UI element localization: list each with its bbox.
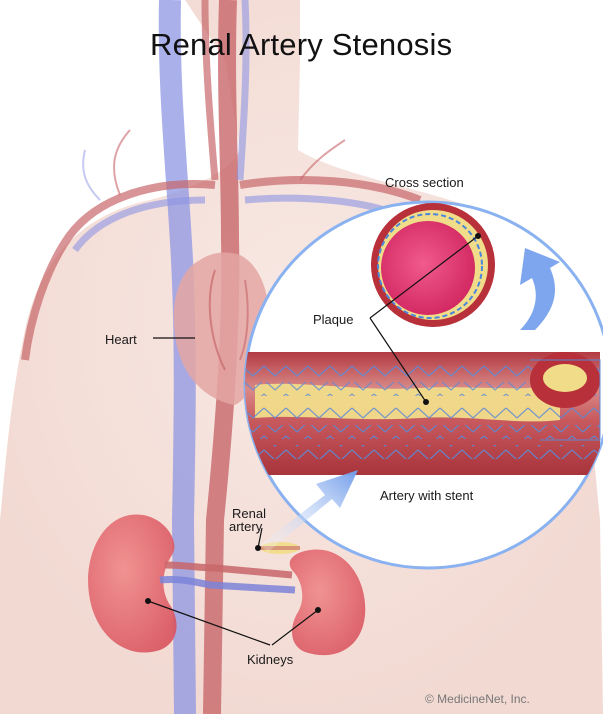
heart-label: Heart	[105, 333, 137, 347]
diagram-title: Renal Artery Stenosis	[150, 27, 452, 63]
kidneys-label: Kidneys	[247, 653, 293, 667]
copyright-text: © MedicineNet, Inc.	[425, 692, 530, 706]
artery-with-stent-label: Artery with stent	[380, 489, 473, 503]
plaque-label: Plaque	[313, 313, 353, 327]
renal-artery-label-line2: artery	[229, 520, 262, 534]
cross-section-illustration	[371, 203, 495, 327]
cross-section-label: Cross section	[385, 176, 464, 190]
